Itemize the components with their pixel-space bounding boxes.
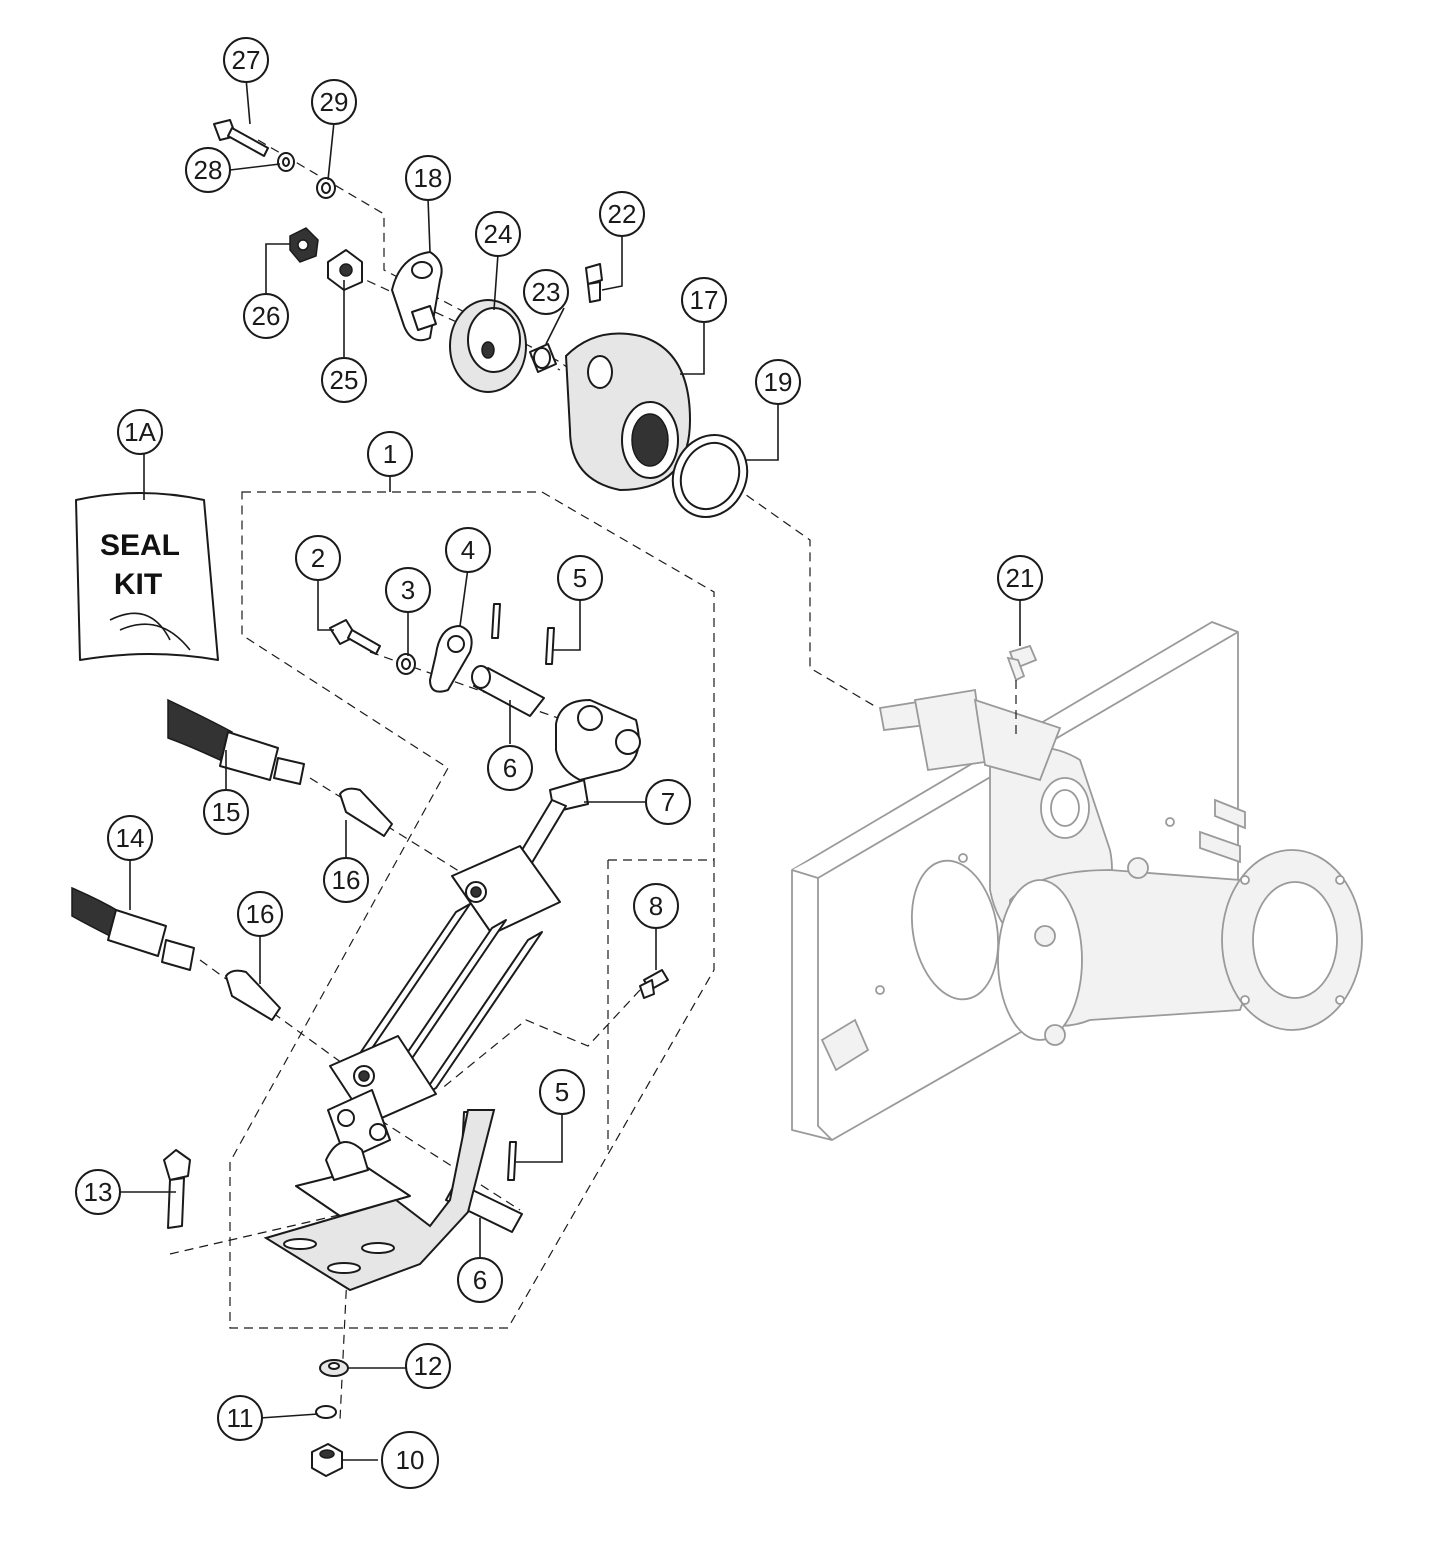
svg-text:15: 15 bbox=[212, 797, 241, 827]
callout-24: 24 bbox=[475, 211, 521, 257]
cylinder-parts bbox=[263, 603, 669, 1292]
callout-2: 2 bbox=[295, 535, 341, 581]
seal-kit-bag: SEAL KIT bbox=[75, 492, 219, 661]
callout-16-lower: 16 bbox=[237, 891, 283, 937]
callout-1A: 1A bbox=[117, 409, 163, 455]
svg-text:6: 6 bbox=[473, 1265, 487, 1295]
svg-text:17: 17 bbox=[690, 285, 719, 315]
callout-27: 27 bbox=[223, 37, 269, 83]
svg-text:22: 22 bbox=[608, 199, 637, 229]
svg-text:25: 25 bbox=[330, 365, 359, 395]
callout-25: 25 bbox=[321, 357, 367, 403]
callout-5-lower: 5 bbox=[539, 1069, 585, 1115]
svg-text:2: 2 bbox=[311, 543, 325, 573]
svg-text:29: 29 bbox=[320, 87, 349, 117]
svg-text:26: 26 bbox=[252, 301, 281, 331]
callout-5-upper: 5 bbox=[557, 555, 603, 601]
svg-text:5: 5 bbox=[573, 563, 587, 593]
leader-lines bbox=[120, 77, 1021, 1461]
callout-26: 26 bbox=[243, 293, 289, 339]
callout-7: 7 bbox=[645, 779, 691, 825]
callout-17: 17 bbox=[681, 277, 727, 323]
svg-text:27: 27 bbox=[232, 45, 261, 75]
callout-1: 1 bbox=[367, 431, 413, 477]
svg-text:14: 14 bbox=[116, 823, 145, 853]
svg-text:21: 21 bbox=[1006, 563, 1035, 593]
callout-3: 3 bbox=[385, 567, 431, 613]
callout-6-upper: 6 bbox=[487, 745, 533, 791]
callout-21: 21 bbox=[997, 555, 1043, 601]
callout-6-lower: 6 bbox=[457, 1257, 503, 1303]
callout-14: 14 bbox=[107, 815, 153, 861]
svg-text:7: 7 bbox=[661, 787, 675, 817]
hydraulic-hoses bbox=[71, 698, 393, 1021]
svg-text:24: 24 bbox=[484, 219, 513, 249]
callout-11: 11 bbox=[217, 1395, 263, 1441]
svg-text:10: 10 bbox=[396, 1445, 425, 1475]
svg-text:18: 18 bbox=[414, 163, 443, 193]
callout-19: 19 bbox=[755, 359, 801, 405]
svg-text:28: 28 bbox=[194, 155, 223, 185]
assembly-boundary-inner bbox=[607, 859, 714, 1150]
seal-kit-label-line2: KIT bbox=[114, 568, 162, 601]
svg-text:16: 16 bbox=[332, 865, 361, 895]
callout-4: 4 bbox=[445, 527, 491, 573]
seal-kit-label-line1: SEAL bbox=[100, 529, 180, 562]
assembly-boundary bbox=[229, 491, 715, 1329]
callout-12: 12 bbox=[405, 1343, 451, 1389]
svg-text:5: 5 bbox=[555, 1077, 569, 1107]
svg-text:1A: 1A bbox=[124, 417, 156, 447]
svg-text:13: 13 bbox=[84, 1177, 113, 1207]
callout-16-upper: 16 bbox=[323, 857, 369, 903]
callout-22: 22 bbox=[599, 191, 645, 237]
callout-8: 8 bbox=[633, 883, 679, 929]
svg-text:8: 8 bbox=[649, 891, 663, 921]
svg-text:1: 1 bbox=[383, 439, 397, 469]
svg-text:19: 19 bbox=[764, 367, 793, 397]
callout-23: 23 bbox=[523, 269, 569, 315]
svg-text:11: 11 bbox=[227, 1403, 254, 1433]
callout-10: 10 bbox=[381, 1431, 439, 1489]
callout-28: 28 bbox=[185, 147, 231, 193]
callout-29: 29 bbox=[311, 79, 357, 125]
callout-15: 15 bbox=[203, 789, 249, 835]
svg-text:12: 12 bbox=[414, 1351, 443, 1381]
callout-13: 13 bbox=[75, 1169, 121, 1215]
svg-text:6: 6 bbox=[503, 753, 517, 783]
svg-text:16: 16 bbox=[246, 899, 275, 929]
callout-18: 18 bbox=[405, 155, 451, 201]
svg-text:4: 4 bbox=[461, 535, 475, 565]
svg-text:3: 3 bbox=[401, 575, 415, 605]
steering-arm-parts bbox=[213, 119, 749, 518]
gearbox-mounting-plate-assembly bbox=[791, 621, 1363, 1141]
svg-text:23: 23 bbox=[532, 277, 561, 307]
